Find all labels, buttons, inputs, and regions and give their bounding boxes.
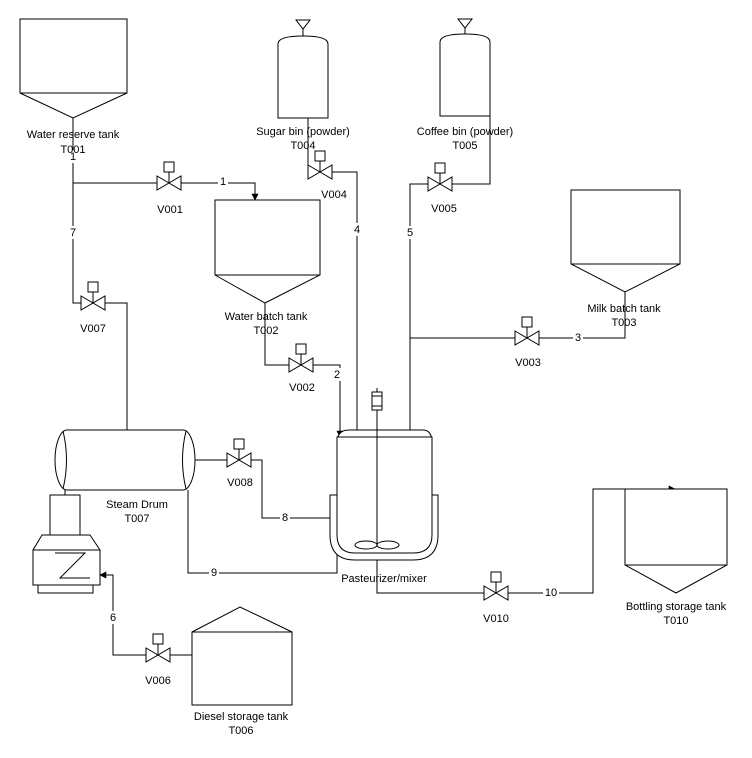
boiler bbox=[32, 494, 101, 594]
stream-label-4: 4 bbox=[354, 224, 360, 236]
t003-name-label: Milk batch tank bbox=[587, 303, 661, 315]
valve-v002[interactable] bbox=[288, 343, 314, 373]
stream-label-10: 10 bbox=[545, 587, 557, 599]
t010-name-label: Bottling storage tank bbox=[626, 601, 727, 613]
pasteurizer-mixer bbox=[329, 388, 439, 561]
t001-tag-label: T001 bbox=[60, 144, 85, 156]
valve-v001[interactable] bbox=[156, 161, 182, 191]
mixer-name-label: Pasteurizer/mixer bbox=[341, 573, 427, 585]
v010-label: V010 bbox=[483, 613, 509, 625]
stream-7b-line bbox=[105, 302, 128, 430]
stream-3-line bbox=[539, 292, 626, 339]
t003-tag-label: T003 bbox=[611, 317, 636, 329]
stream-label-7: 7 bbox=[70, 227, 76, 239]
v004-label: V004 bbox=[321, 189, 347, 201]
valve-v004[interactable] bbox=[307, 150, 333, 180]
water-reserve-tank bbox=[19, 18, 128, 119]
stream-label-1-b: 1 bbox=[220, 176, 226, 188]
stream-5-line bbox=[452, 116, 491, 185]
stream-1-line bbox=[72, 118, 157, 184]
t002-name-label: Water batch tank bbox=[225, 311, 308, 323]
t002-tag-label: T002 bbox=[253, 325, 278, 337]
valve-v003[interactable] bbox=[514, 316, 540, 346]
stream-2-line bbox=[264, 303, 289, 366]
stream-label-5: 5 bbox=[407, 227, 413, 239]
steam-drum bbox=[54, 429, 196, 491]
stream-7-line bbox=[72, 183, 81, 304]
t007-name-label: Steam Drum bbox=[106, 499, 168, 511]
v001-label: V001 bbox=[157, 204, 183, 216]
stream-6b-line bbox=[99, 571, 146, 656]
t005-tag-label: T005 bbox=[452, 140, 477, 152]
water-batch-tank bbox=[214, 199, 321, 304]
valve-v008[interactable] bbox=[226, 438, 252, 468]
v005-label: V005 bbox=[431, 203, 457, 215]
v002-label: V002 bbox=[289, 382, 315, 394]
milk-batch-tank bbox=[570, 189, 681, 293]
stream-5b-line bbox=[406, 183, 428, 437]
t010-tag-label: T010 bbox=[663, 615, 688, 627]
bottling-storage-tank bbox=[624, 488, 728, 594]
t001-name-label: Water reserve tank bbox=[27, 129, 120, 141]
t006-name-label: Diesel storage tank bbox=[194, 711, 289, 723]
stream-2b-line bbox=[313, 364, 344, 438]
stream-9-line bbox=[187, 490, 338, 574]
t004-name-label: Sugar bin (powder) bbox=[256, 126, 350, 138]
v003-label: V003 bbox=[515, 357, 541, 369]
v007-label: V007 bbox=[80, 323, 106, 335]
t005-name-label: Coffee bin (powder) bbox=[417, 126, 513, 138]
sugar-bin bbox=[277, 19, 329, 119]
stream-4b-line bbox=[320, 171, 358, 430]
valve-v010[interactable] bbox=[483, 571, 509, 601]
stream-10-line bbox=[376, 560, 484, 594]
coffee-bin bbox=[439, 18, 491, 117]
t006-tag-label: T006 bbox=[228, 725, 253, 737]
stream-label-3: 3 bbox=[575, 332, 581, 344]
valve-v006[interactable] bbox=[145, 633, 171, 663]
t007-tag-label: T007 bbox=[124, 513, 149, 525]
v008-label: V008 bbox=[227, 477, 253, 489]
valve-v005[interactable] bbox=[427, 162, 453, 192]
stream-label-1: 1 bbox=[70, 151, 76, 163]
stream-label-6: 6 bbox=[110, 612, 116, 624]
t004-tag-label: T004 bbox=[290, 140, 315, 152]
stream-1b-line bbox=[181, 182, 259, 201]
stream-label-9: 9 bbox=[211, 567, 217, 579]
stream-label-8: 8 bbox=[282, 512, 288, 524]
stream-8b-line bbox=[251, 459, 330, 519]
diesel-storage-tank bbox=[191, 606, 293, 706]
valve-v007[interactable] bbox=[80, 281, 106, 311]
stream-label-2: 2 bbox=[334, 369, 340, 381]
v006-label: V006 bbox=[145, 675, 171, 687]
